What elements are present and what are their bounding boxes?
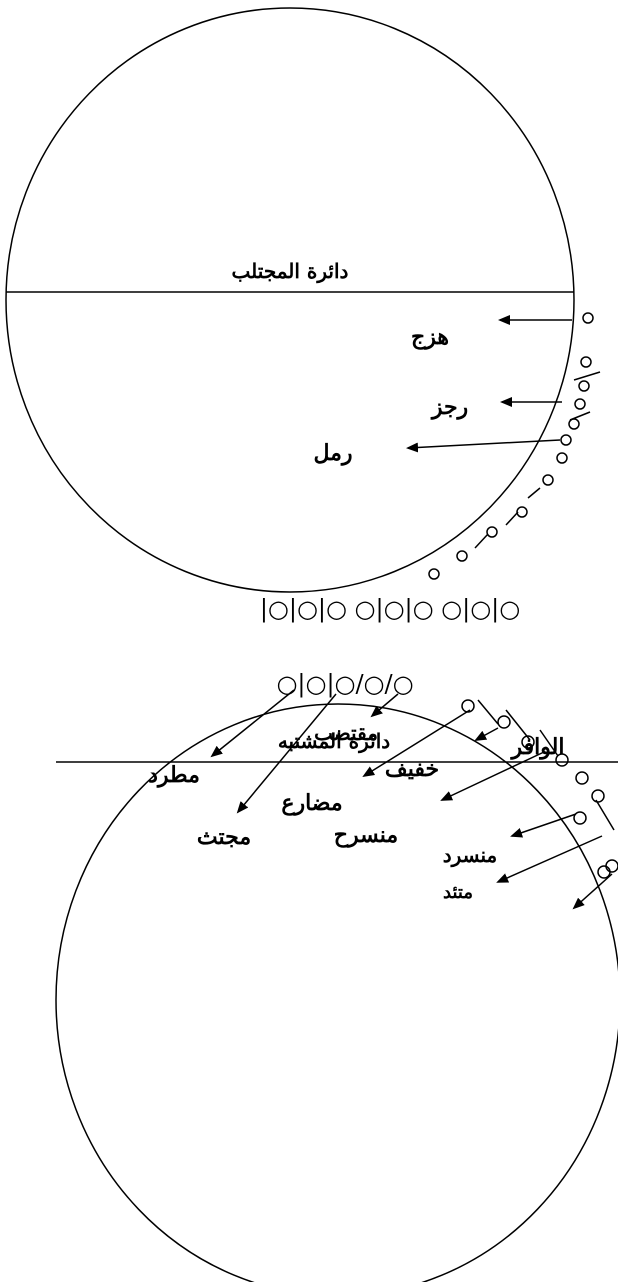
arrow-ramal [406,439,561,453]
circle-mujtalab-title: دائرة المجتلب [232,259,349,284]
arrow-wafir [572,873,613,910]
circle-mujtalab [5,7,575,593]
circle-mushtabih-scansion-arc [461,699,618,879]
arrow-mutaid [496,835,603,883]
meter-label-ramal: رمل [313,440,352,466]
meter-label-hazaj: هزج [411,324,449,350]
arrow-mutarid [210,689,295,758]
meter-label-munsarih: منسرح [334,822,398,848]
circle-mushtabih-top-scansion: ○|○|○/○/○ [276,670,413,699]
circle-mushtabih [55,703,618,1282]
meter-label-rajaz: رجز [430,394,468,420]
meter-label-munsarid: منسرد [443,843,498,868]
arrow-munsarih [440,751,545,801]
arrow-muqtadab [370,693,399,718]
meter-label-muqtadab: مقتضب [314,721,378,745]
meter-label-mudari: مضارع [281,790,342,816]
meter-label-mutaid: متئد [443,882,473,903]
meter-label-mutarid: مطرد [148,762,200,788]
arrow-khafif [474,727,499,741]
meter-label-khafif: خفيف [385,756,439,782]
circle-mujtalab-scansion-arc [428,312,601,580]
arrow-munsarid [510,813,577,838]
meter-label-wafir: الوافر [510,734,565,760]
circle-mujtalab-scansion: |○|○|○ ○|○|○ ○|○|○ [260,595,520,624]
arrow-mudari [362,709,471,778]
arrow-mujtath [236,693,337,814]
meter-label-mujtath: مجتث [197,824,251,850]
